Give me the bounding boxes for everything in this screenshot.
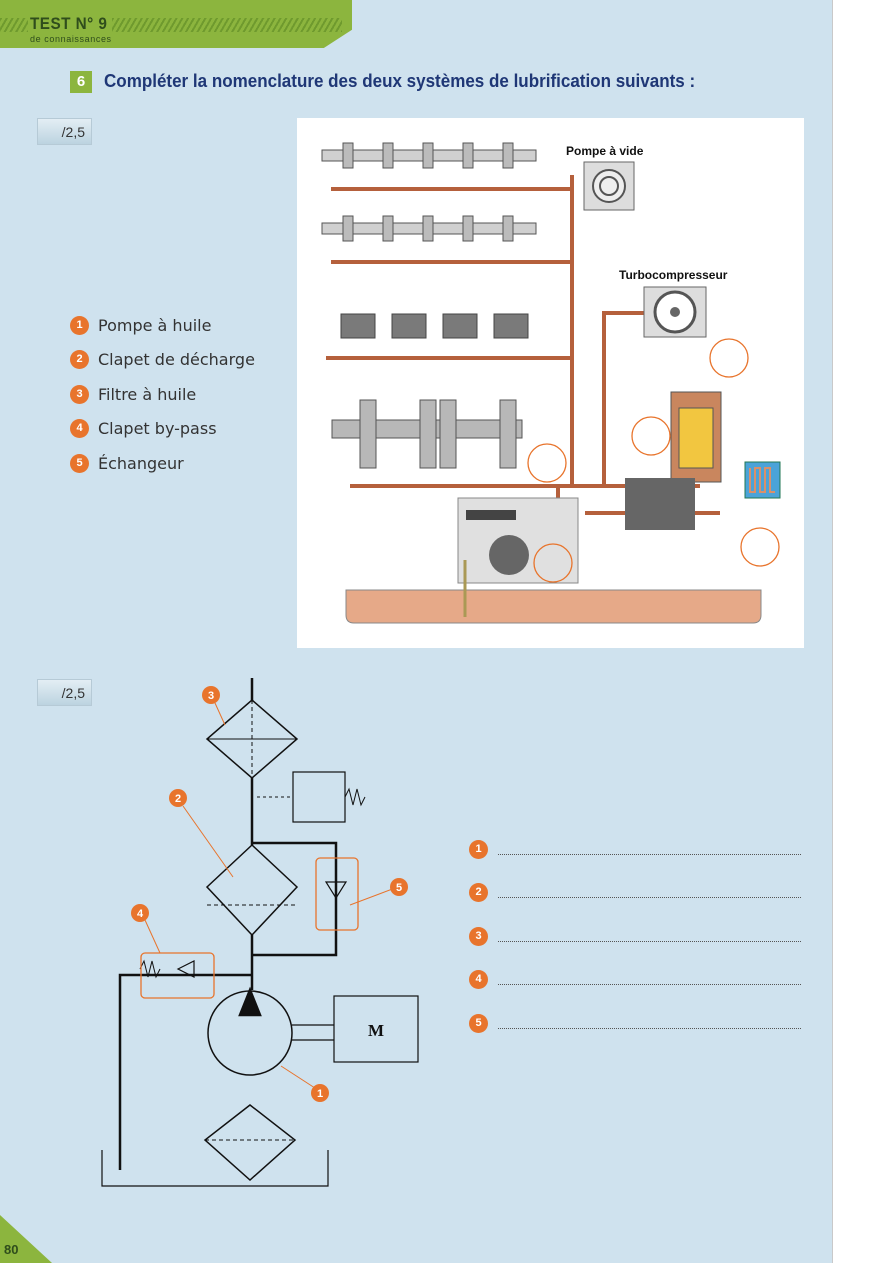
- marker-2: 2: [175, 793, 181, 805]
- vacuum-pump-icon: [583, 161, 635, 211]
- number-marker: 2: [70, 350, 89, 370]
- answer-list: 1 2 3 4 5: [469, 815, 801, 1033]
- oil-filter-icon: [625, 391, 722, 530]
- answer-field[interactable]: [498, 896, 801, 898]
- answer-row: 2: [469, 859, 801, 902]
- test-subtitle: de connaissances: [30, 34, 112, 44]
- question-title: Compléter la nomenclature des deux systè…: [104, 70, 696, 91]
- legend-item: 3 Filtre à huile: [70, 377, 255, 412]
- page-number: 80: [4, 1242, 19, 1257]
- oil-pump-icon: [457, 497, 579, 584]
- legend-item: 2 Clapet de décharge: [70, 343, 255, 378]
- score-box: /2,5: [37, 118, 92, 145]
- legend-label: Filtre à huile: [98, 384, 197, 404]
- schematic-highlight-boxes: [140, 857, 359, 999]
- legend-item: 1 Pompe à huile: [70, 308, 255, 343]
- marker-3: 3: [208, 690, 214, 702]
- legend-list: 1 Pompe à huile 2 Clapet de décharge 3 Filt…: [70, 308, 255, 481]
- answer-field[interactable]: [498, 1027, 801, 1029]
- marker-1: 1: [317, 1088, 323, 1100]
- number-marker: 2: [469, 883, 488, 902]
- legend-label: Échangeur: [98, 453, 184, 473]
- pistons: [340, 313, 529, 339]
- legend-label: Pompe à huile: [98, 315, 212, 335]
- crankshaft: [331, 399, 523, 469]
- vacuum-pump-label: Pompe à vide: [566, 144, 644, 158]
- header-hatch: [0, 18, 28, 32]
- page-margin-line: [832, 0, 833, 1263]
- answer-row: 3: [469, 902, 801, 946]
- number-marker: 3: [469, 926, 488, 946]
- empty-answer-circles: [527, 338, 780, 583]
- answer-row: 5: [469, 989, 801, 1033]
- heat-exchanger-icon: [744, 461, 781, 499]
- legend-label: Clapet de décharge: [98, 350, 255, 370]
- marker-5: 5: [396, 882, 402, 894]
- leader-lines: [144, 702, 396, 1091]
- answer-row: 4: [469, 946, 801, 989]
- legend-label: Clapet by-pass: [98, 419, 217, 439]
- motor-label: M: [368, 1021, 384, 1040]
- legend-item: 5 Échangeur: [70, 446, 255, 481]
- marker-4: 4: [137, 908, 144, 920]
- number-marker: 4: [70, 419, 89, 439]
- score-box: /2,5: [37, 679, 92, 706]
- hydraulic-schematic: [101, 678, 419, 1187]
- turbocharger-label: Turbocompresseur: [619, 268, 728, 282]
- schematic-markers: 1 2 3 4 5: [131, 686, 408, 1102]
- answer-field[interactable]: [498, 983, 801, 985]
- number-marker: 5: [469, 1013, 488, 1033]
- number-marker: 3: [70, 384, 89, 404]
- oil-sump: [345, 560, 762, 624]
- cam-bearings: [342, 142, 514, 242]
- number-marker: 1: [469, 839, 488, 859]
- number-marker: 5: [70, 453, 89, 473]
- legend-item: 4 Clapet by-pass: [70, 412, 255, 447]
- answer-row: 1: [469, 815, 801, 859]
- header-hatch: [112, 18, 342, 32]
- number-marker: 1: [70, 315, 89, 335]
- answer-field[interactable]: [498, 853, 801, 855]
- test-title: TEST N° 9: [30, 14, 108, 33]
- answer-field[interactable]: [498, 940, 801, 942]
- number-marker: 4: [469, 970, 488, 989]
- turbocharger-icon: [643, 286, 707, 338]
- question-number: 6: [70, 71, 92, 93]
